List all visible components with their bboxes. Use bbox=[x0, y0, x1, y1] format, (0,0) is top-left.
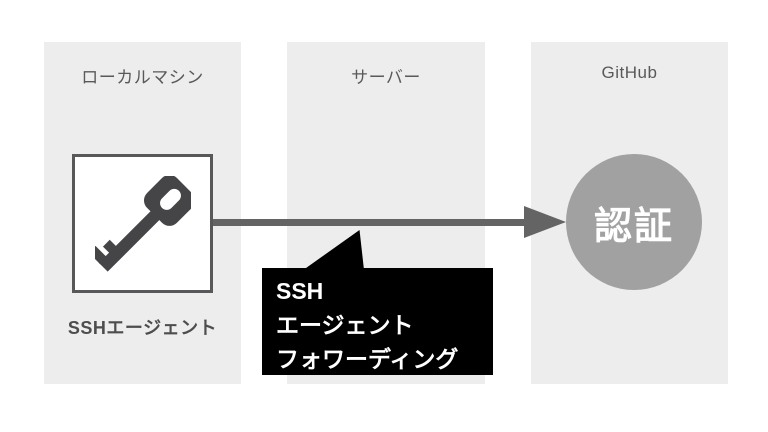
bubble-line-3: フォワーディング bbox=[276, 346, 459, 372]
column-label-server: サーバー bbox=[351, 68, 421, 87]
ssh-agent-box bbox=[72, 154, 213, 293]
key-icon bbox=[94, 175, 191, 272]
auth-circle-label: 認証 bbox=[593, 205, 674, 248]
arrow-line bbox=[213, 219, 528, 226]
ssh-agent-label: SSHエージェント bbox=[67, 318, 218, 338]
arrow-head-icon bbox=[524, 206, 566, 238]
column-label-github: GitHub bbox=[601, 63, 658, 82]
bubble-line-1: SSH bbox=[276, 278, 324, 304]
bubble-line-2: エージェント bbox=[276, 312, 414, 338]
speech-bubble: SSH エージェント フォワーディング bbox=[262, 268, 493, 375]
column-label-local-machine: ローカルマシン bbox=[81, 68, 204, 87]
auth-circle: 認証 bbox=[566, 154, 702, 290]
